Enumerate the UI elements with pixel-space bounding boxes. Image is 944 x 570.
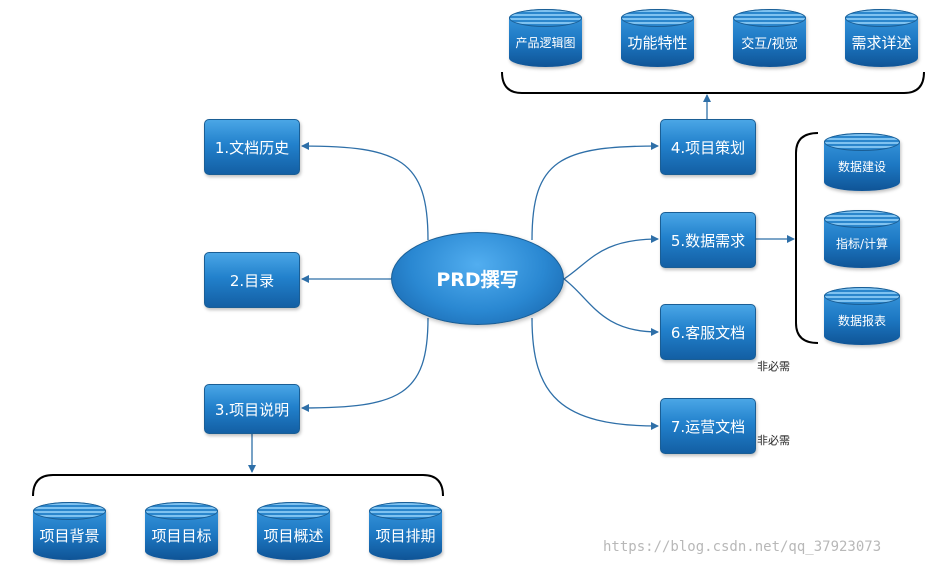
plan-item-requirement-details[interactable]: 需求详述 (845, 9, 918, 67)
node-label: 5.数据需求 (670, 231, 746, 250)
plan-item-interaction-visual[interactable]: 交互/视觉 (733, 9, 806, 67)
edge-hub-to-ops-doc (531, 317, 659, 430)
hub-label: PRD撰写 (436, 269, 519, 291)
node-label: 7.运营文档 (670, 417, 746, 436)
data-item-label: 数据报表 (837, 313, 886, 328)
node-table-of-contents[interactable]: 2.目录 (204, 252, 300, 308)
project-item-label: 项目背景 (39, 526, 100, 545)
edge-hub-to-cs-doc (563, 278, 659, 336)
node-label: 1.文档历史 (214, 138, 290, 157)
data-item-label: 指标/计算 (835, 236, 889, 251)
node-label: 2.目录 (229, 271, 275, 290)
node-label: 4.项目策划 (670, 138, 746, 157)
data-item-metrics-calc[interactable]: 指标/计算 (824, 210, 900, 268)
data-item-data-construction[interactable]: 数据建设 (824, 133, 900, 191)
plan-item-features[interactable]: 功能特性 (621, 9, 694, 67)
data-item-data-reports[interactable]: 数据报表 (824, 287, 900, 345)
edge-hub-to-doc-history (301, 142, 429, 241)
node-operations-doc[interactable]: 7.运营文档 (660, 398, 756, 454)
edge-hub-to-planning (531, 142, 659, 241)
node-project-planning[interactable]: 4.项目策划 (660, 119, 756, 175)
node-label: 6.客服文档 (670, 323, 746, 342)
edge-hub-to-project-desc (301, 317, 429, 412)
project-item-label: 项目排期 (375, 526, 436, 545)
node-label: 3.项目说明 (214, 400, 290, 419)
plan-item-label: 产品逻辑图 (515, 35, 576, 50)
plan-item-label: 功能特性 (627, 33, 688, 52)
optional-note: 非必需 (757, 360, 790, 373)
project-item-overview[interactable]: 项目概述 (257, 502, 330, 560)
plan-item-logic-diagram[interactable]: 产品逻辑图 (509, 9, 582, 67)
bracket-data-items (795, 132, 819, 344)
plan-item-label: 交互/视觉 (741, 36, 798, 52)
project-item-background[interactable]: 项目背景 (33, 502, 106, 560)
node-customer-service-doc[interactable]: 6.客服文档 (660, 304, 756, 360)
project-item-goals[interactable]: 项目目标 (145, 502, 218, 560)
hub-prd-writing[interactable]: PRD撰写 (391, 232, 564, 325)
node-project-description[interactable]: 3.项目说明 (204, 384, 300, 434)
bracket-plan-items (501, 71, 925, 94)
project-item-schedule[interactable]: 项目排期 (369, 502, 442, 560)
optional-note: 非必需 (757, 434, 790, 447)
edge-hub-to-data-req (563, 235, 659, 280)
node-doc-history[interactable]: 1.文档历史 (204, 119, 300, 175)
node-data-requirements[interactable]: 5.数据需求 (660, 212, 756, 268)
data-item-label: 数据建设 (837, 159, 886, 174)
project-item-label: 项目目标 (151, 526, 212, 545)
bracket-project-items (32, 474, 444, 497)
watermark: https://blog.csdn.net/qq_37923073 (603, 539, 882, 555)
project-item-label: 项目概述 (263, 526, 324, 545)
plan-item-label: 需求详述 (851, 33, 912, 52)
